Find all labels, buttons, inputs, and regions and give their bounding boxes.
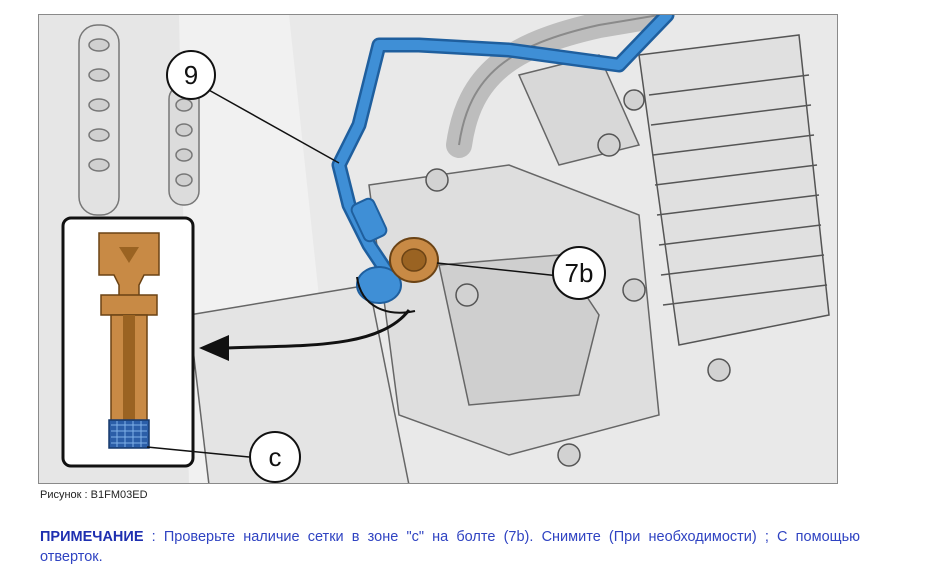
slotted-bracket (78, 24, 200, 216)
detail-arrow (199, 276, 416, 361)
engine-illustration: 9 7b c (39, 15, 837, 483)
engine-figure: 9 7b c (38, 14, 838, 484)
engine-block (188, 54, 660, 483)
callout-9: 9 (166, 50, 216, 100)
figure-caption: Рисунок : B1FM03ED (40, 489, 148, 501)
note-label: ПРИМЕЧАНИЕ (40, 529, 144, 545)
callout-7b-label: 7b (565, 258, 594, 288)
leader-lines (146, 88, 570, 458)
note-paragraph: ПРИМЕЧАНИЕ : Проверьте наличие сетки в з… (40, 527, 860, 567)
filter-mesh (108, 419, 150, 449)
callout-7b: 7b (552, 246, 606, 300)
note-text: Проверьте наличие сетки в зоне "c" на бо… (40, 529, 860, 565)
banjo-bolt-7b (356, 237, 439, 304)
callout-c-label: c (269, 442, 282, 472)
engine-bolts (425, 89, 731, 467)
cooling-fins (638, 34, 830, 346)
callout-9-label: 9 (184, 60, 198, 90)
fuel-pipe-9 (331, 15, 675, 283)
bolt-cutaway-inset (61, 216, 195, 468)
callout-c: c (249, 431, 301, 483)
note-separator: : (143, 529, 164, 545)
